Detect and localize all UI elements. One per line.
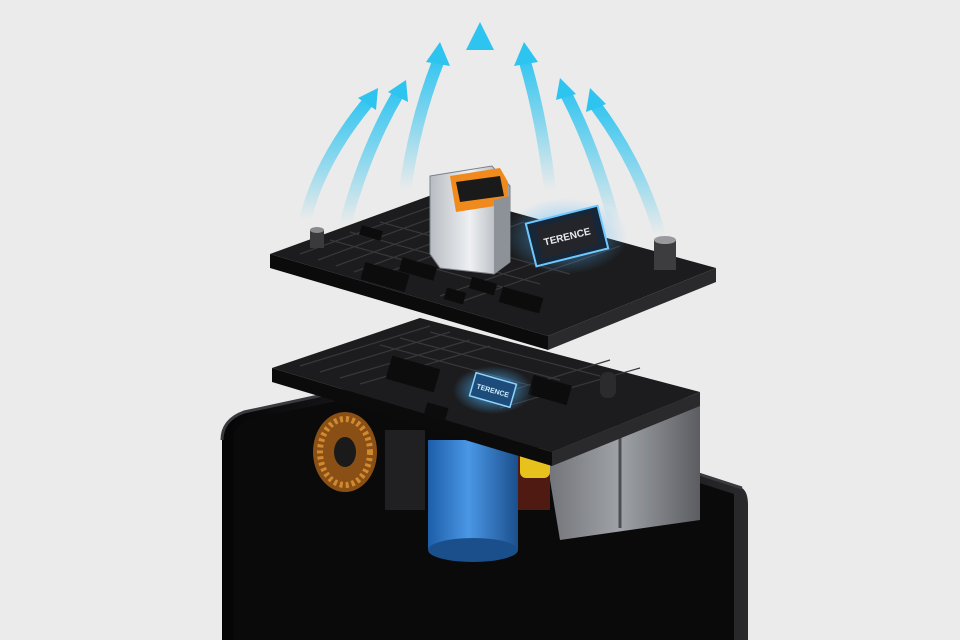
usb-port: [429, 165, 511, 275]
airflow-arrow: [514, 42, 556, 196]
airflow-arrow: [556, 78, 621, 231]
inductor-coil: [313, 412, 377, 492]
large-capacitor: [654, 236, 676, 270]
upper-circuit-board: TERENCE: [270, 165, 716, 350]
airflow-arrow: [299, 88, 378, 226]
airflow-arrow: [586, 88, 666, 241]
blue-capacitor: [428, 440, 518, 562]
airflow-arrows: [299, 22, 666, 241]
main-chip: TERENCE: [504, 198, 628, 274]
lower-chip: [468, 371, 518, 409]
lower-circuit-board: TERENCE: [272, 318, 700, 466]
small-capacitor: [310, 227, 324, 248]
airflow-arrow: [466, 22, 494, 182]
airflow-arrow: [339, 80, 408, 231]
airflow-arrow: [399, 42, 450, 196]
